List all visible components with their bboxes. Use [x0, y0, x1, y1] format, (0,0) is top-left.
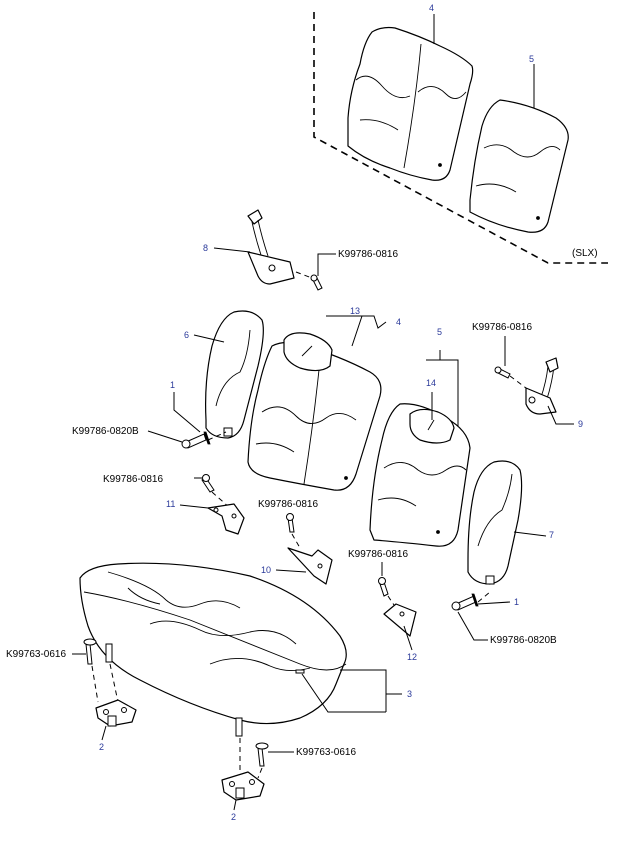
leader-3: [301, 673, 386, 713]
part-number-5-mid: 5: [437, 327, 442, 337]
bolt-icon: [451, 593, 479, 611]
part-code-bolt-bracket9: K99786-0816: [472, 322, 532, 333]
bolt-icon: [494, 366, 511, 379]
leader-13: [326, 315, 363, 347]
leader-1-left: [173, 392, 201, 433]
part-number-9: 9: [578, 419, 583, 429]
bolt-icon: [378, 577, 389, 597]
seat-back-large-4: [247, 341, 382, 491]
leader-8: [213, 247, 251, 253]
leader-2-right: [233, 799, 237, 811]
bracket-8: [247, 209, 295, 285]
seat-back-slx-large: [347, 26, 474, 181]
leader-10: [275, 569, 307, 573]
part-number-1-left: 1: [170, 380, 175, 390]
bolt-icon: [201, 474, 215, 493]
bracket-10: [287, 547, 333, 585]
bracket-11: [207, 503, 245, 535]
leader-12: [403, 625, 413, 651]
part-number-7: 7: [549, 530, 554, 540]
cushion-pin: [105, 643, 113, 663]
slx-label: (SLX): [572, 248, 598, 259]
part-number-2-right: 2: [231, 812, 236, 822]
leader-1-right: [477, 601, 511, 605]
part-code-bolt-cushion-left: K99763-0616: [6, 649, 66, 660]
bracket-2-left: [95, 699, 137, 727]
part-code-bolt-bracket12: K99786-0816: [348, 549, 408, 560]
leader-9: [547, 405, 574, 425]
part-number-12: 12: [407, 652, 417, 662]
part-number-5-top: 5: [529, 54, 534, 64]
leader-11: [179, 504, 209, 509]
cushion-pin: [235, 717, 243, 737]
part-number-1-right: 1: [514, 597, 519, 607]
seat-cushion-3: [79, 562, 347, 725]
part-code-bolt-bracket8: K99786-0816: [338, 249, 398, 260]
headrest-14: [409, 408, 455, 444]
part-code-bolt-cushion-right: K99763-0616: [296, 747, 356, 758]
part-code-bolt-bracket10: K99786-0816: [258, 499, 318, 510]
part-number-13: 13: [350, 306, 360, 316]
part-number-8: 8: [203, 243, 208, 253]
side-bolster-left-6: [205, 310, 264, 439]
part-number-3: 3: [407, 689, 412, 699]
seat-back-slx-small: [469, 99, 569, 233]
part-number-11: 11: [166, 499, 175, 509]
slx-boundary-line: [313, 12, 608, 264]
part-code-bolt-left-lower: K99786-0820B: [72, 426, 139, 437]
part-number-14: 14: [426, 378, 436, 388]
leader-2-left: [101, 725, 107, 741]
bracket-12: [383, 603, 417, 637]
part-code-bolt-bracket11: K99786-0816: [103, 474, 163, 485]
leader-6: [193, 334, 225, 343]
leader-5-mid: [426, 359, 459, 426]
bracket-9: [525, 357, 559, 415]
part-number-2-left: 2: [99, 742, 104, 752]
leader-7: [513, 531, 547, 537]
bolt-icon: [255, 742, 269, 767]
part-number-4-mid: 4: [396, 317, 401, 327]
headrest-13: [283, 332, 333, 372]
part-number-4-top: 4: [429, 3, 434, 13]
bolt-icon: [181, 431, 211, 449]
bolt-icon: [83, 638, 97, 665]
part-code-bolt-right-lower: K99786-0820B: [490, 635, 557, 646]
bracket-2-right: [221, 771, 265, 801]
bolt-icon: [310, 274, 323, 291]
part-number-6: 6: [184, 330, 189, 340]
part-number-10: 10: [261, 565, 271, 575]
bolt-icon: [286, 513, 295, 533]
side-bolster-right-7: [467, 460, 523, 585]
